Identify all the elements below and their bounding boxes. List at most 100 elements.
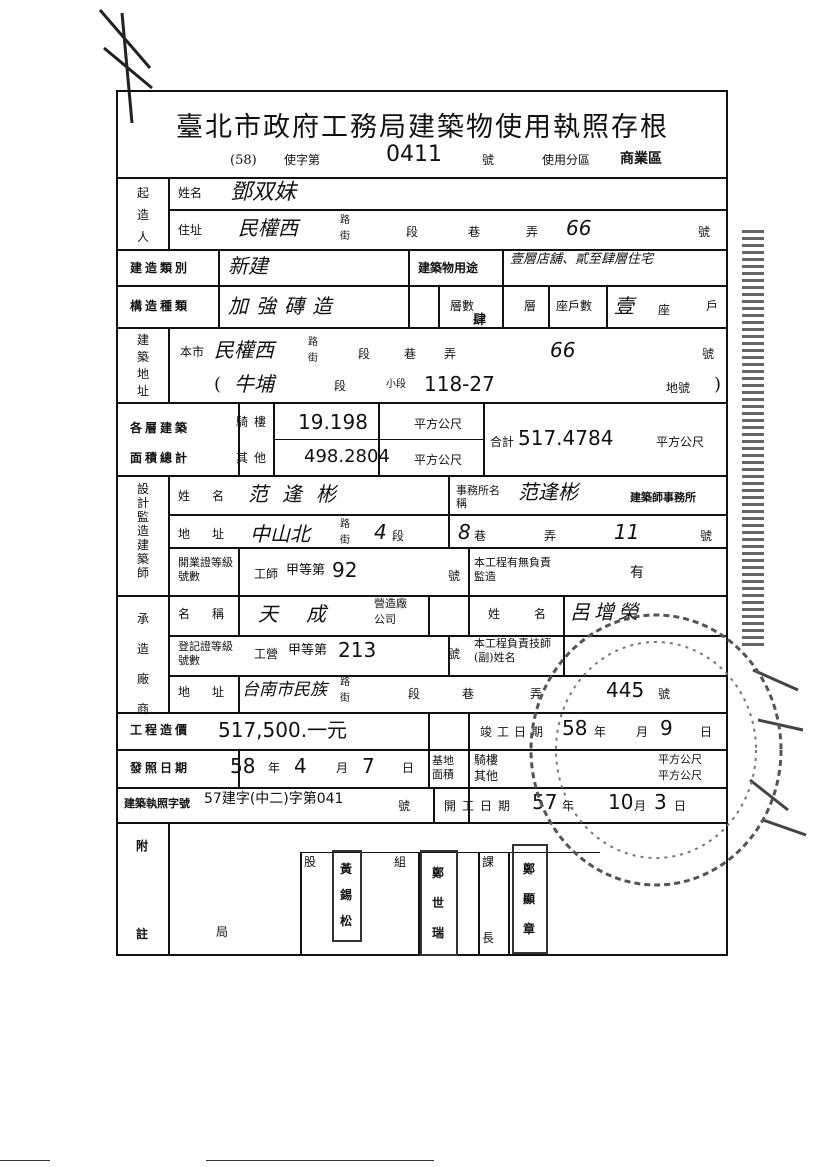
- grid-line: [448, 475, 450, 547]
- seal-stamp-1-text: 黃錫松: [339, 862, 352, 928]
- supervise-label: 本工程有無負責監造: [474, 556, 551, 583]
- units-zuo: 座: [658, 303, 671, 317]
- arcade-unit: 平方公尺: [414, 417, 463, 431]
- permit-form: 臺北市政府工務局建築物使用執照存根 (58) 使字第 0411 號 使用分區 商…: [116, 90, 728, 956]
- issue-m: 4: [294, 754, 307, 778]
- site-duan: 段: [358, 347, 371, 361]
- owner-name-label: 姓名: [178, 186, 203, 200]
- grid-line: [118, 177, 726, 179]
- floors-label: 層數: [450, 299, 475, 313]
- issue-y: 58: [230, 754, 256, 778]
- units-hu: 戶: [706, 299, 719, 313]
- other-label: 其他: [236, 451, 273, 465]
- grid-line: [118, 475, 726, 477]
- grid-line: [118, 285, 726, 287]
- grid-line: [428, 595, 430, 635]
- owner-addr-road: 民權西: [238, 216, 298, 240]
- remarks-label-bottom: 註: [136, 927, 149, 941]
- contractor-hao: 號: [658, 687, 671, 701]
- contractor-addr-label: 地址: [178, 685, 247, 699]
- owner-jie: 街: [340, 231, 350, 242]
- seal-stamp-3: 鄭顯章: [512, 844, 548, 954]
- contractor-duan: 段: [408, 687, 421, 701]
- cost-value: 517,500.一元: [218, 718, 348, 742]
- type-value: 新建: [228, 254, 268, 278]
- cert-label: 開業證等級號數: [178, 556, 233, 583]
- issue-ri: 日: [402, 761, 415, 775]
- issue-label: 發照日期: [130, 761, 191, 775]
- grid-line: [118, 595, 726, 597]
- grid-line: [273, 402, 275, 475]
- floors-value: 肆: [473, 313, 487, 328]
- complete-label: 竣工日期: [480, 725, 549, 739]
- use-value: 壹層店舖、貳至肆層住宅: [510, 252, 654, 267]
- units-value: 壹: [614, 294, 634, 318]
- start-d: 3: [654, 790, 667, 814]
- contractor-kind: 營造廠: [374, 597, 407, 610]
- issue-yue: 月: [336, 761, 349, 775]
- cert-prefix: 工師: [254, 567, 279, 581]
- total-label: 合計: [490, 435, 515, 449]
- complete-m: 9: [660, 716, 673, 740]
- contractor-person: 呂增榮: [570, 600, 642, 624]
- scan-bottom-line: [0, 1160, 50, 1161]
- site-city: 本市: [180, 345, 205, 359]
- complete-y: 58: [562, 716, 588, 740]
- remarks-label-top: 附: [136, 839, 149, 853]
- scan-noise-icon: [749, 668, 807, 837]
- start-nian: 年: [562, 799, 575, 813]
- architect-duan: 段: [392, 529, 405, 543]
- grid-line: [438, 285, 440, 327]
- grid-line: [468, 547, 470, 595]
- area-label-1: 各層建築: [130, 421, 191, 435]
- cert-grade: 甲等第: [286, 563, 326, 578]
- permit-value-hao: 號: [398, 799, 411, 813]
- grid-line: [378, 402, 380, 475]
- architect-duan-no: 4: [374, 520, 387, 544]
- grid-line: [468, 712, 470, 822]
- grid-line: [238, 402, 240, 475]
- page-title: 臺北市政府工務局建築物使用執照存根: [176, 112, 669, 143]
- units-label: 座戶數: [556, 299, 593, 313]
- seal-stamp-1: 黃錫松: [332, 850, 362, 942]
- total-unit: 平方公尺: [656, 435, 705, 449]
- seal-stamp-2: 鄭世瑞: [420, 850, 458, 956]
- grid-line: [238, 749, 240, 787]
- other-unit: 平方公尺: [414, 453, 463, 467]
- complete-nian: 年: [594, 725, 607, 739]
- grid-line: [433, 787, 435, 822]
- architect-xiang-no: 8: [458, 520, 471, 544]
- office-label: 事務所名稱: [456, 484, 500, 510]
- base-arcade-label: 騎樓: [474, 753, 499, 767]
- owner-lu: 路: [340, 215, 350, 226]
- site-paren-close: ): [714, 374, 722, 395]
- scan-bottom-line: [206, 1160, 434, 1161]
- remarks-zhang: 長: [482, 931, 495, 945]
- grid-line: [563, 595, 565, 635]
- grid-line: [563, 635, 565, 675]
- owner-name: 鄧双妹: [230, 180, 297, 205]
- grid-line: [118, 712, 726, 714]
- contractor-jie: 街: [340, 693, 350, 704]
- zone-value: 商業區: [620, 151, 662, 167]
- grid-line: [168, 822, 170, 954]
- issue-d: 7: [362, 754, 375, 778]
- contractor-name-label: 名稱: [178, 607, 247, 621]
- site-lu: 路: [308, 337, 318, 348]
- owner-nong: 弄: [526, 225, 539, 239]
- grid-line: [502, 249, 504, 327]
- type-label: 建造類別: [130, 261, 191, 275]
- arcade-label: 騎樓: [236, 415, 273, 429]
- grid-line: [428, 712, 430, 787]
- base-label: 基地面積: [432, 754, 454, 781]
- site-xiang: 巷: [404, 347, 417, 361]
- reg-hao: 號: [448, 647, 461, 661]
- start-label: 開工日期: [444, 799, 517, 813]
- contractor-person-label: 姓名: [488, 607, 581, 621]
- contractor-group-label: 承造廠商: [136, 612, 149, 716]
- remarks-ke2: 課: [482, 855, 495, 869]
- floors-ceng: 層: [524, 299, 537, 313]
- permit-number: 0411: [386, 142, 442, 167]
- area-divider: [273, 439, 483, 440]
- architect-jie: 街: [340, 535, 350, 546]
